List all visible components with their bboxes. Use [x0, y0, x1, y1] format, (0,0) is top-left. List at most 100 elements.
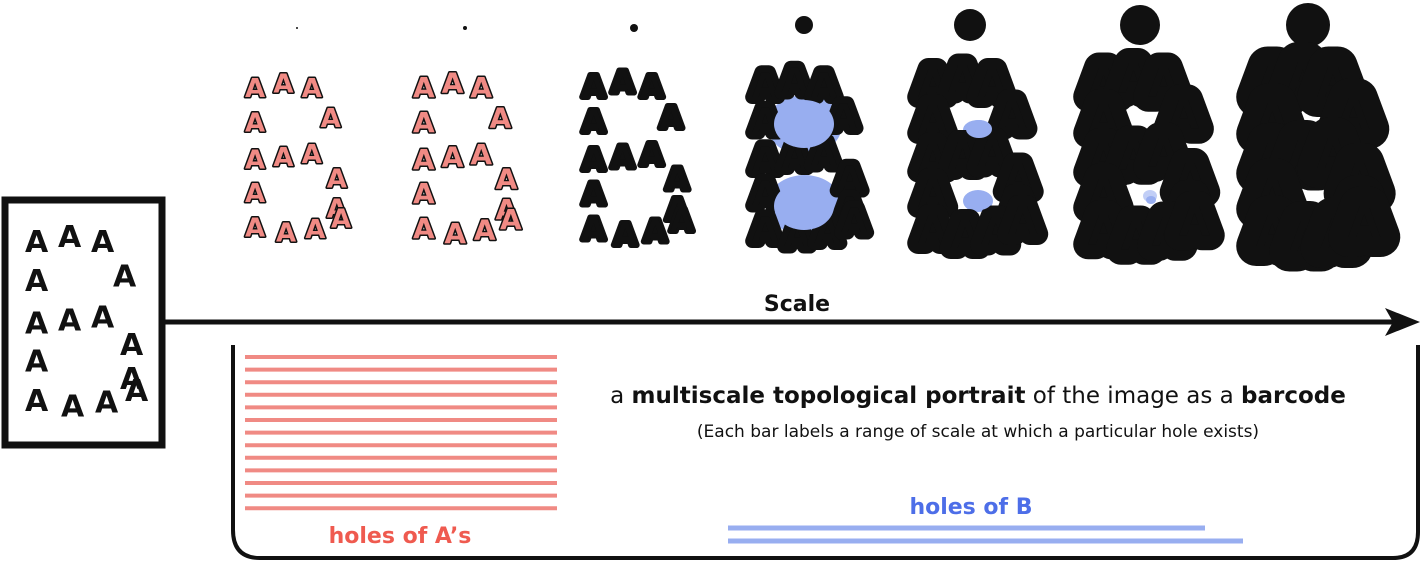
source-glyph: A	[58, 220, 82, 255]
stage-glyph: A	[950, 213, 980, 257]
scale-dot	[954, 9, 986, 41]
stage-glyph: A	[470, 138, 492, 171]
source-glyph: A	[120, 328, 144, 363]
source-glyph: A	[95, 386, 119, 421]
source-glyph: A	[58, 303, 82, 338]
stage-glyph: A	[1286, 132, 1319, 181]
scale-dot	[630, 24, 638, 32]
stage-glyph: A	[781, 62, 808, 102]
stage-glyph: A	[659, 101, 683, 136]
stage-glyph: A	[496, 162, 518, 195]
stage-glyph: A	[582, 70, 606, 105]
stage-glyph: A	[245, 145, 265, 175]
stage-glyph: A	[490, 101, 512, 134]
stage-glyph: A	[413, 71, 435, 104]
b-hole-visible	[966, 192, 992, 210]
source-glyph: A	[125, 374, 149, 409]
scale-dot	[296, 27, 298, 29]
stage-glyph: A	[666, 162, 690, 197]
source-image-frame	[1, 196, 166, 449]
b-hole-visible	[774, 100, 834, 148]
source-glyph: A	[25, 345, 49, 380]
stage-glyph: A	[1121, 214, 1152, 260]
stage-glyph: A	[413, 212, 435, 245]
stage-glyph: A	[611, 66, 635, 101]
scale-dot	[1120, 5, 1160, 45]
red-bars-label: holes of A’s	[329, 524, 472, 549]
stage-glyph: A	[413, 177, 435, 210]
stage-glyph: A	[611, 140, 635, 175]
stage-glyph: A	[305, 215, 325, 245]
source-glyph: A	[113, 259, 137, 294]
b-hole-visible	[774, 182, 834, 230]
stage-glyph: A	[496, 193, 518, 226]
stage-glyph: A	[614, 218, 638, 253]
stage-glyph: A	[582, 143, 606, 178]
stage-glyph: A	[500, 203, 522, 236]
scale-axis-arrowhead	[1385, 308, 1420, 336]
stage-glyph: A	[644, 214, 668, 249]
stage-glyph: A	[474, 214, 496, 247]
stage-glyph: A	[444, 217, 466, 250]
source-glyph: A	[91, 300, 115, 335]
stage-glyph: A	[841, 201, 868, 241]
stage-glyph: A	[302, 74, 322, 104]
source-glyph: A	[25, 264, 49, 299]
stage-glyph: A	[948, 134, 978, 178]
stage-glyph: A	[245, 213, 265, 243]
stage-glyph: A	[1008, 199, 1038, 243]
stage-glyph: A	[321, 104, 341, 134]
stage-glyph: A	[327, 194, 347, 224]
scale-dot	[1286, 3, 1330, 47]
stage-glyph: A	[470, 71, 492, 104]
barcode-bracket	[231, 345, 1420, 560]
stage-glyph: A	[752, 210, 779, 250]
caption-bold-2: barcode	[1241, 383, 1346, 409]
stage-glyph: A	[413, 106, 435, 139]
stage-glyph: A	[245, 179, 265, 209]
stage-glyph: A	[640, 70, 664, 105]
barcode-red-bars	[245, 355, 557, 511]
scale-dot	[463, 26, 467, 30]
stage-glyph: A	[442, 141, 464, 174]
stage-glyph: A	[413, 143, 435, 176]
stage-glyph: A	[666, 193, 690, 228]
stage-glyph: A	[830, 97, 857, 137]
barcode-subtitle: (Each bar labels a range of scale at whi…	[697, 422, 1259, 442]
stage-glyph: A	[1348, 198, 1381, 247]
caption-middle: of the image as a	[1025, 383, 1241, 409]
stage-glyph: A	[245, 108, 265, 138]
source-glyph: A	[25, 384, 49, 419]
stage-glyph: A	[1088, 208, 1119, 254]
scale-axis-label: Scale	[764, 292, 830, 317]
stage-glyph: A	[1256, 207, 1289, 256]
source-glyph: A	[25, 225, 49, 260]
stage-glyph: A	[640, 138, 664, 173]
stage-glyph: A	[1289, 213, 1322, 262]
stage-glyph: A	[670, 204, 694, 239]
scale-dot	[795, 16, 813, 34]
blue-bars-label: holes of B	[909, 495, 1032, 520]
stage-glyph: A	[582, 105, 606, 140]
b-hole-visible	[1146, 196, 1156, 204]
stage-glyph: A	[1118, 56, 1149, 102]
source-glyph: A	[25, 306, 49, 341]
stage-glyph: A	[981, 210, 1011, 254]
stage-glyph: A	[948, 58, 978, 102]
stage-glyph: A	[1286, 53, 1319, 102]
stage-glyph: A	[582, 213, 606, 248]
stage-glyph: A	[302, 140, 322, 170]
stage-glyph: A	[752, 66, 779, 106]
stage-glyph: A	[273, 143, 293, 173]
stage-glyph: A	[245, 74, 265, 104]
stage-glyph: A	[582, 177, 606, 212]
stage-glyph: A	[1118, 134, 1149, 180]
